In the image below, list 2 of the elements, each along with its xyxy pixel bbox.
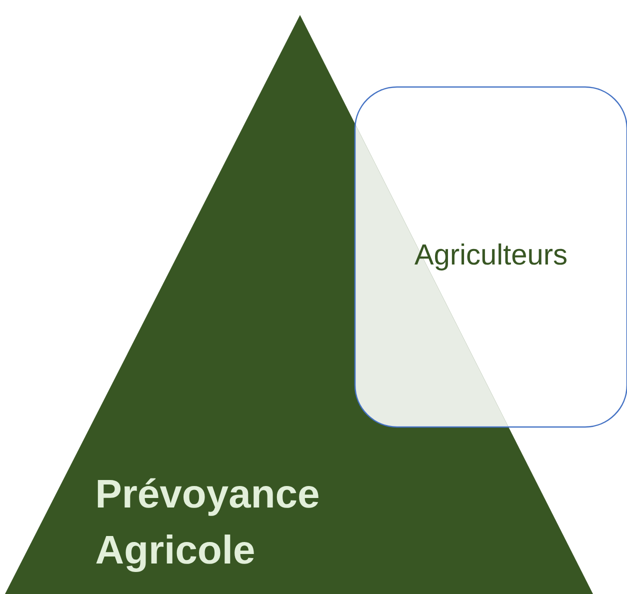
rounded-box: Agriculteurs — [354, 86, 627, 428]
triangle-label: Prévoyance Agricole — [96, 478, 318, 572]
